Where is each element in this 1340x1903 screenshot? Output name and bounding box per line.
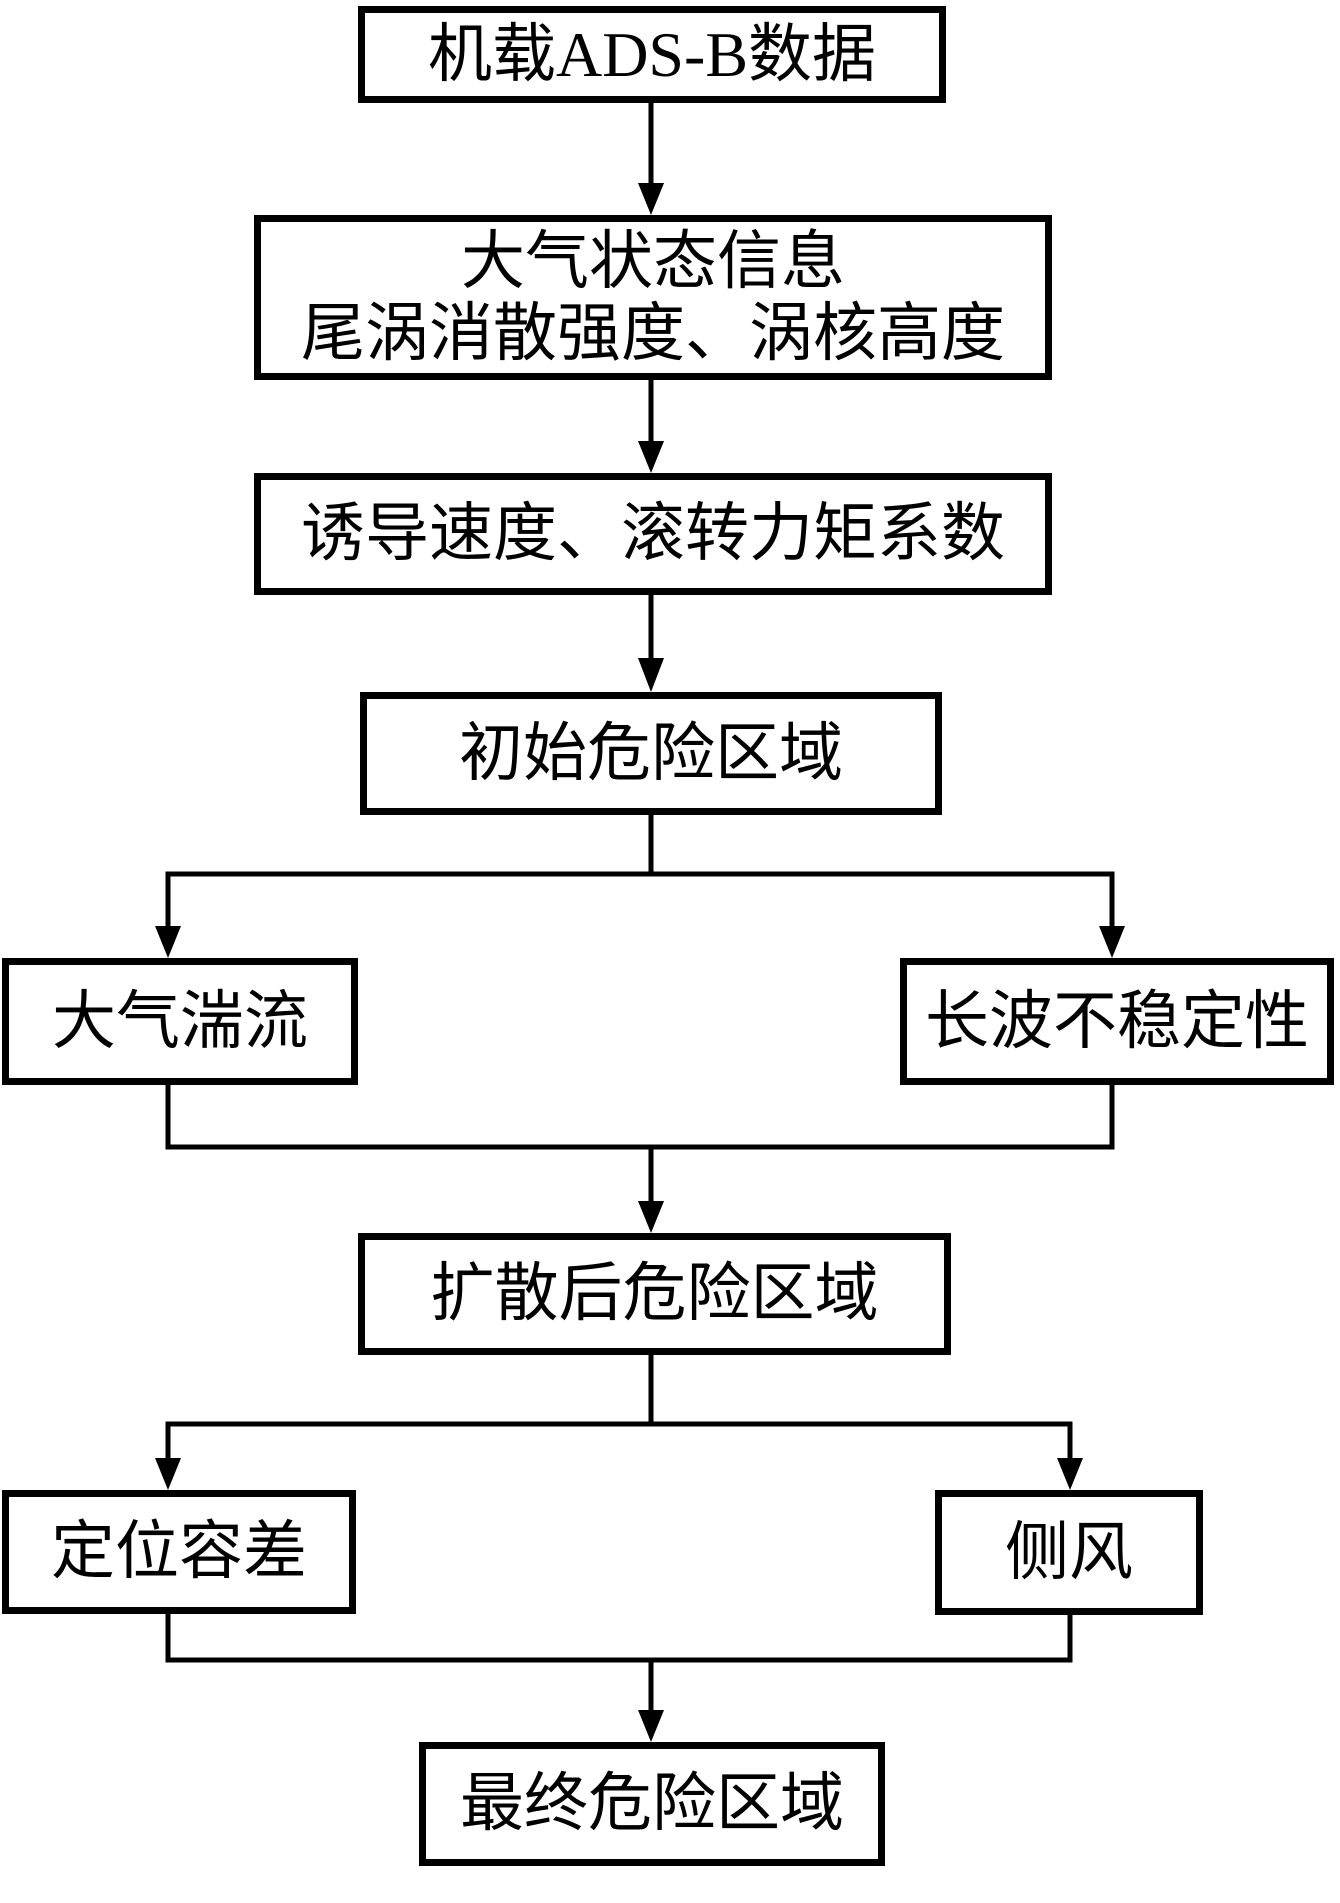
arrow-atmo-to-induced xyxy=(638,380,664,473)
split-initial-to-branches xyxy=(155,815,1125,958)
split-diffused-to-branches xyxy=(155,1355,1083,1490)
node-label: 长波不稳定性 xyxy=(925,985,1309,1057)
merge-branches-to-diffused xyxy=(165,1085,1115,1233)
node-label: 初始危险区域 xyxy=(459,717,843,789)
node-label: 扩散后危险区域 xyxy=(430,1258,879,1330)
node-label: 大气湍流 xyxy=(52,985,308,1057)
node-diffused-hazard-area: 扩散后危险区域 xyxy=(358,1233,951,1355)
node-atmospheric-state-info: 大气状态信息 尾涡消散强度、涡核高度 xyxy=(254,215,1052,380)
node-label: 机载ADS-B数据 xyxy=(427,18,877,90)
node-atmospheric-turbulence: 大气湍流 xyxy=(2,958,358,1085)
node-induced-velocity-rolling-moment: 诱导速度、滚转力矩系数 xyxy=(254,473,1052,595)
node-positioning-tolerance: 定位容差 xyxy=(2,1490,356,1614)
node-label-line2: 尾涡消散强度、涡核高度 xyxy=(301,297,1005,369)
node-crosswind: 侧风 xyxy=(935,1490,1203,1615)
node-label: 诱导速度、滚转力矩系数 xyxy=(301,498,1005,570)
arrow-induced-to-initial xyxy=(638,595,664,692)
merge-branches-to-final xyxy=(165,1614,1073,1742)
node-label: 定位容差 xyxy=(51,1516,307,1588)
node-final-hazard-area: 最终危险区域 xyxy=(419,1742,885,1866)
node-label: 最终危险区域 xyxy=(460,1768,844,1840)
node-label-line1: 大气状态信息 xyxy=(461,225,845,297)
arrow-adsb-to-atmo xyxy=(638,103,664,215)
node-initial-hazard-area: 初始危险区域 xyxy=(360,692,942,815)
node-airborne-adsb-data: 机载ADS-B数据 xyxy=(358,6,946,103)
node-longwave-instability: 长波不稳定性 xyxy=(900,958,1334,1085)
node-label: 侧风 xyxy=(1005,1516,1133,1588)
